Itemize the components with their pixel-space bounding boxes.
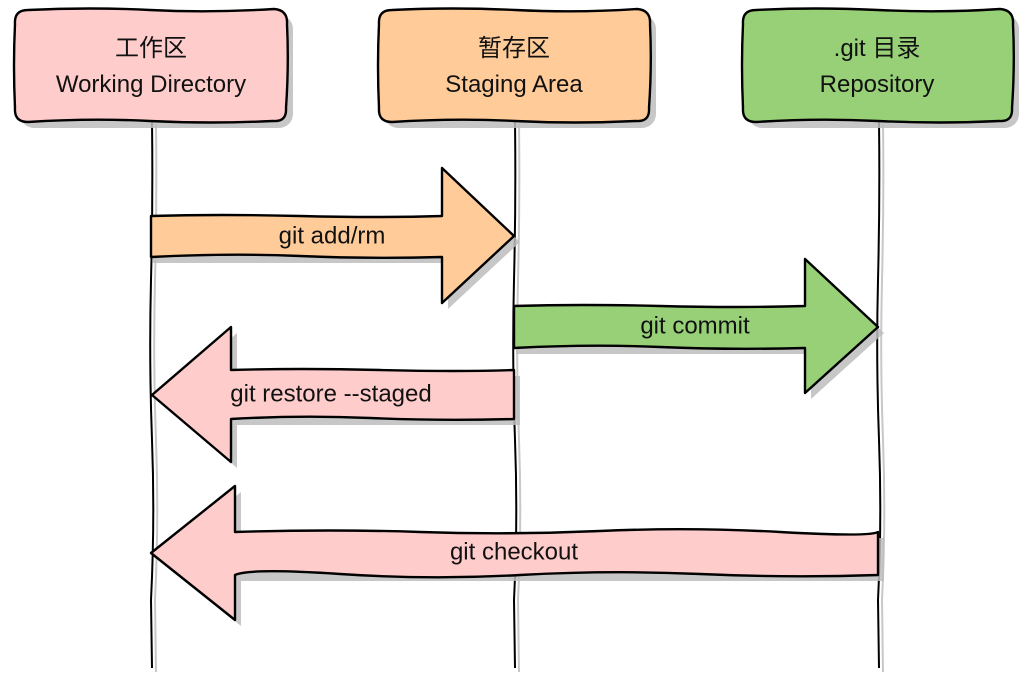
lifeline-shadow-working	[153, 123, 159, 673]
message-git-add: git add/rm	[149, 166, 520, 309]
lifeline-shadow-staging	[516, 123, 522, 673]
message-git-commit: git commit	[512, 257, 884, 399]
lifeline-working	[149, 121, 155, 669]
lifeline-shadow-repository	[880, 123, 886, 673]
participant-title-en: Working Directory	[56, 71, 246, 98]
message-git-checkout: git checkout	[149, 484, 884, 626]
participant-repository: .git 目录 Repository	[740, 7, 1019, 128]
lifelines	[149, 121, 886, 673]
participant-title-zh: 工作区	[115, 35, 187, 62]
message-git-restore-staged: git restore --staged	[150, 325, 520, 468]
arrow-right	[512, 257, 880, 395]
participant-title-zh: .git 目录	[834, 35, 921, 62]
participant-box	[376, 7, 652, 124]
participant-title-zh: 暂存区	[478, 35, 550, 62]
message-label: git add/rm	[279, 222, 386, 249]
participant-title-en: Repository	[820, 71, 935, 98]
message-label: git commit	[640, 312, 750, 339]
participant-title-en: Staging Area	[445, 71, 583, 98]
message-label: git checkout	[450, 538, 578, 565]
message-label: git restore --staged	[230, 380, 431, 407]
arrow-left	[150, 325, 516, 464]
participant-staging: 暂存区 Staging Area	[376, 7, 656, 128]
arrow-right	[149, 166, 516, 305]
lifeline-repository	[876, 121, 882, 669]
arrow-left	[149, 484, 880, 622]
participant-box	[12, 7, 289, 124]
lifeline-staging	[512, 121, 518, 669]
participant-box	[740, 7, 1015, 124]
participant-working: 工作区 Working Directory	[12, 7, 293, 128]
